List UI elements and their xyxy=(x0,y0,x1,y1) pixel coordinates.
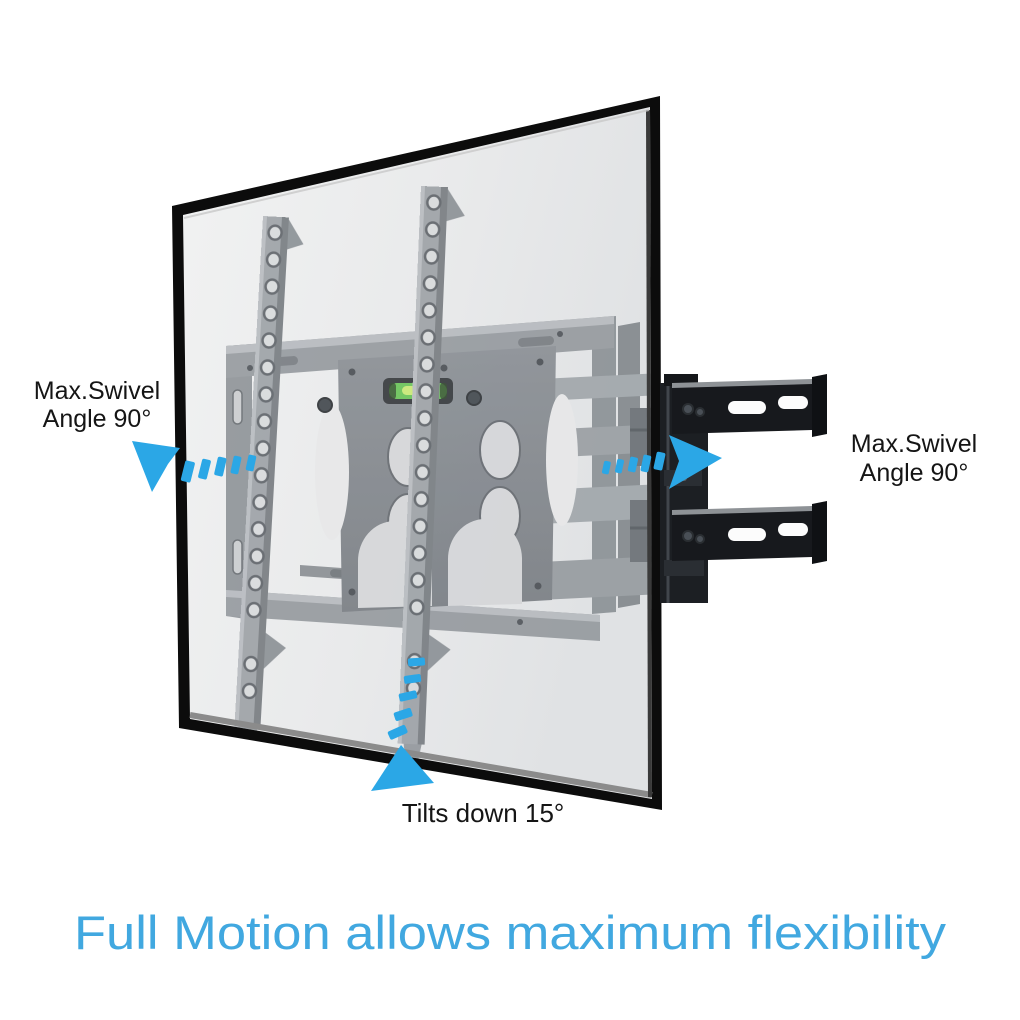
swivel-right-arrow-icon xyxy=(601,435,722,489)
frame-bevel-right xyxy=(646,109,652,798)
bracket-plate-bottom xyxy=(672,501,827,564)
frame-bevel-top xyxy=(183,109,650,219)
swivel-left-label: Max.Swivel Angle 90° xyxy=(34,377,160,433)
swivel-left-label-line1: Max.Swivel xyxy=(34,377,160,405)
swivel-left-label-line2: Angle 90° xyxy=(43,405,152,433)
frame-bevel-bottom xyxy=(189,712,653,798)
hinge-knuckles xyxy=(630,408,652,562)
swivel-left-arrow-icon xyxy=(132,441,257,492)
tilt-label: Tilts down 15° xyxy=(402,798,565,828)
wall-bracket xyxy=(660,374,827,603)
pivot-bolt xyxy=(466,390,482,406)
swivel-right-label-line2: Angle 90° xyxy=(860,459,969,487)
bracket-plate-top xyxy=(672,374,827,437)
tilt-arrow-icon xyxy=(371,657,434,791)
swivel-right-label: Max.Swivel Angle 90° xyxy=(851,430,977,487)
vesa-rail-left xyxy=(234,216,304,759)
caption-text: Full Motion allows maximum flexibility xyxy=(74,906,947,959)
pivot-bolt xyxy=(317,397,333,413)
mounting-plate xyxy=(315,346,578,612)
vesa-rail-right xyxy=(397,186,465,773)
swivel-right-label-line1: Max.Swivel xyxy=(851,430,977,458)
